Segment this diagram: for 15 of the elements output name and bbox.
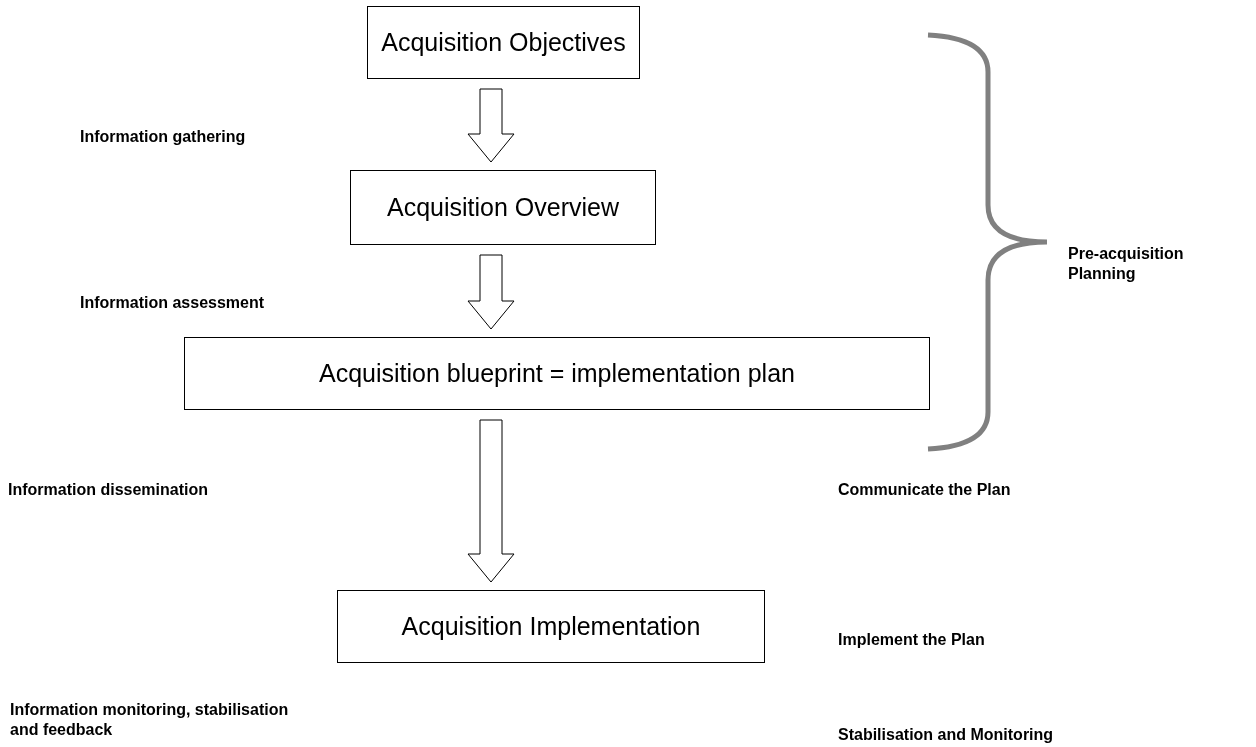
step-label: Information monitoring, stabilisation and feedback [10,700,290,740]
process-box: Acquisition blueprint = implementation plan [184,337,930,410]
process-box: Acquisition Objectives [367,6,640,79]
step-label: Information assessment [80,293,265,313]
step-label: Pre-acquisition Planning [1068,244,1185,284]
step-label: Information gathering [80,127,246,147]
block-arrow [467,88,515,163]
process-box: Acquisition Implementation [337,590,765,663]
step-label: Communicate the Plan [838,480,1011,500]
step-label: Information dissemination [8,480,208,500]
block-arrow [467,419,515,583]
block-arrow [467,254,515,330]
process-box: Acquisition Overview [350,170,656,245]
step-label: Stabilisation and Monitoring [838,725,1054,745]
step-label: Implement the Plan [838,630,985,650]
